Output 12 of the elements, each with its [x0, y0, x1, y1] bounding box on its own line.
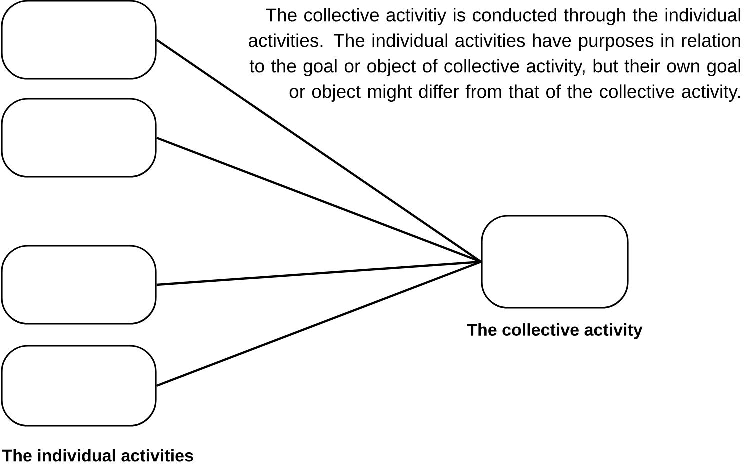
connector-line	[156, 136, 482, 264]
node-caption: The collective activity	[467, 324, 643, 340]
group-caption: The individual activities	[2, 449, 194, 462]
connector-line	[156, 260, 482, 286]
rounded-box	[1, 98, 157, 178]
rounded-box	[1, 345, 157, 427]
connector-line	[156, 39, 482, 263]
rounded-box	[1, 245, 157, 325]
connector-line	[156, 260, 482, 388]
rounded-box	[481, 215, 629, 309]
description-text: The collective activitiy is conducted through the individual activities. The individual activities have purposes in relation to the goal or object of collective activity, but their own goal or object might differ from that of the collective activity.	[249, 8, 740, 102]
rounded-box	[1, 0, 157, 80]
